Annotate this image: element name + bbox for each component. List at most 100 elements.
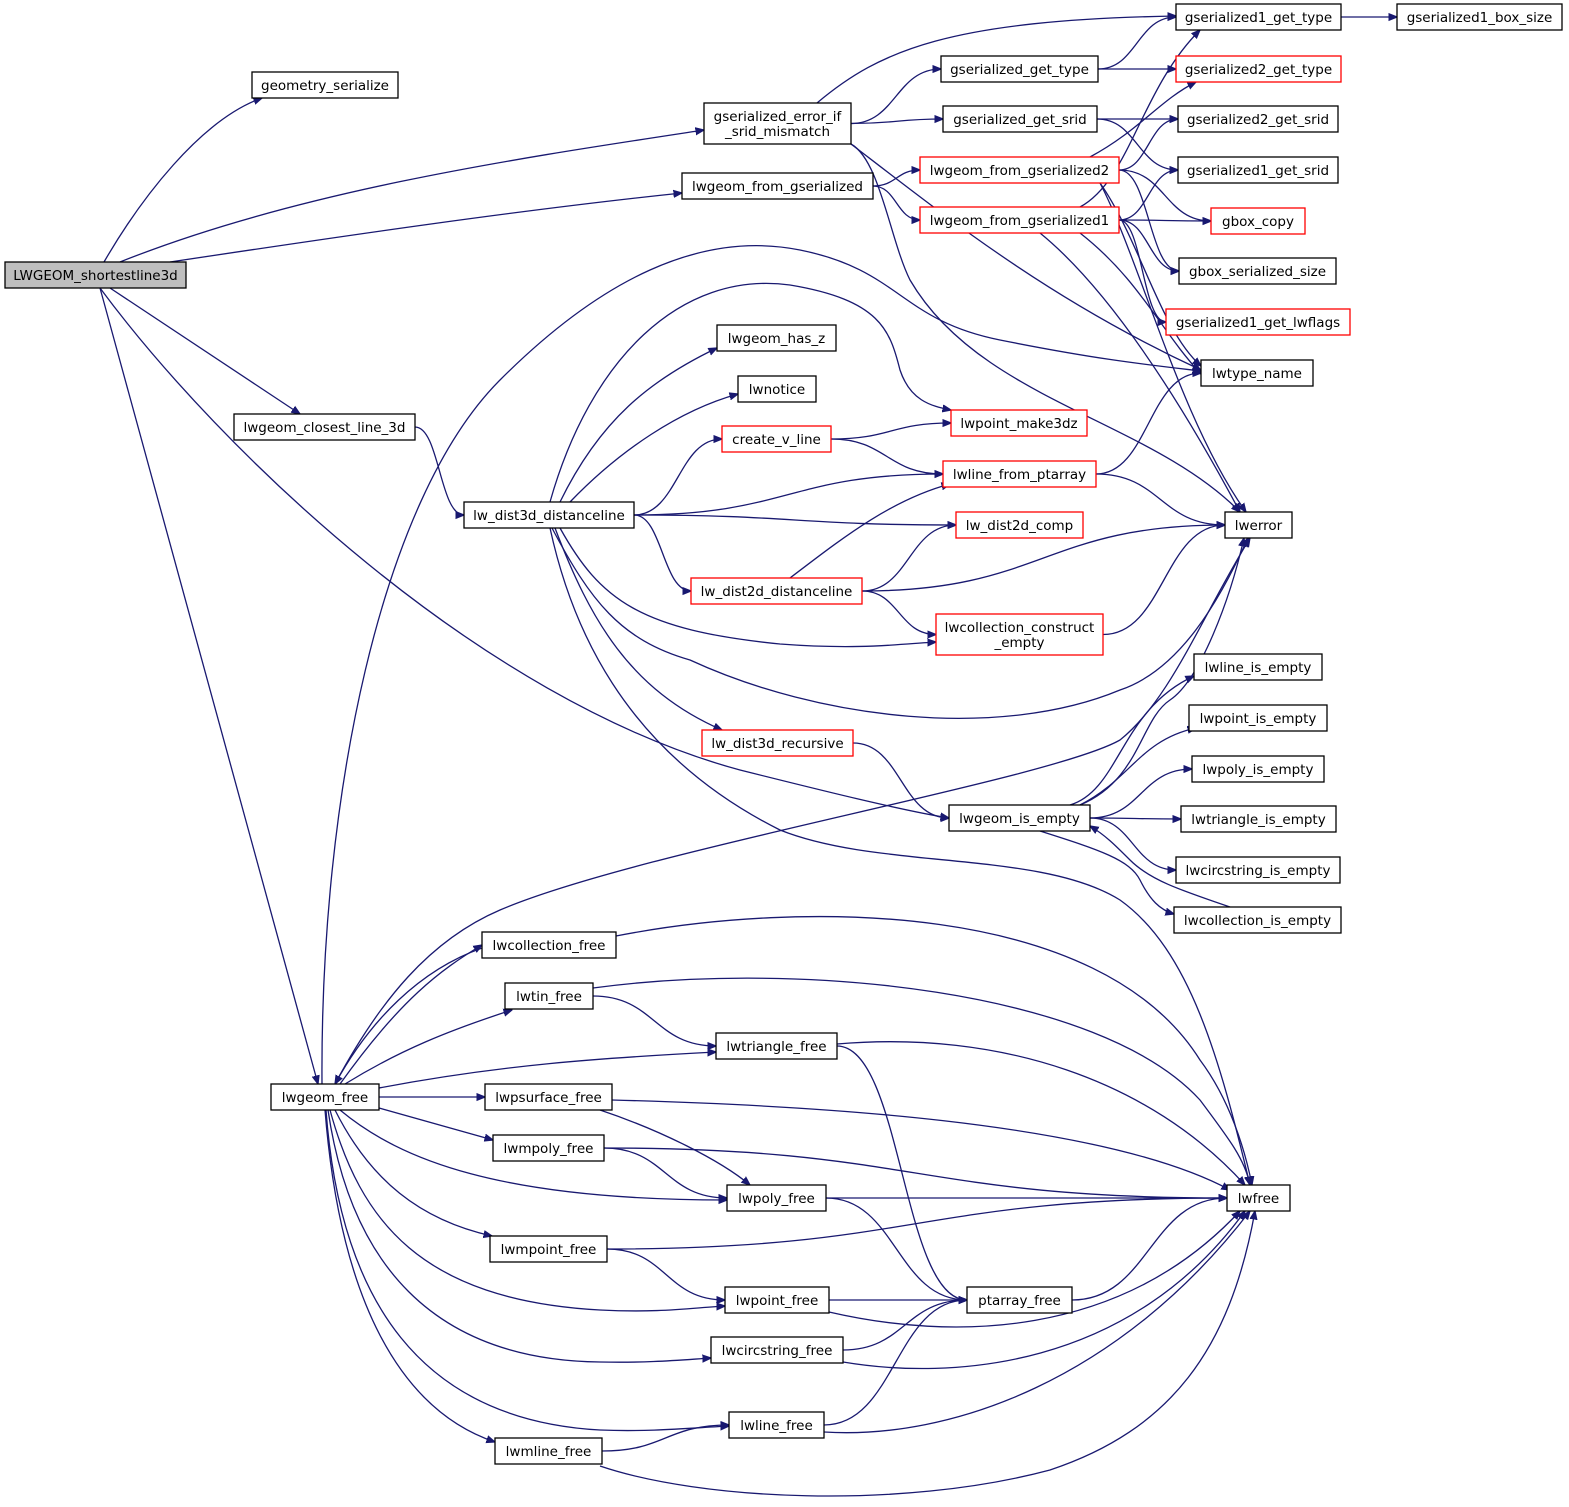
node-box[interactable] <box>1224 511 1293 539</box>
node-lwpoint_is_empty[interactable]: lwpoint_is_empty <box>1188 704 1328 732</box>
node-lwcircstring_is_empty[interactable]: lwcircstring_is_empty <box>1175 856 1341 884</box>
node-box[interactable] <box>715 1032 838 1060</box>
node-box[interactable] <box>1226 1184 1291 1212</box>
node-lwline_from_ptarray[interactable]: lwline_from_ptarray <box>942 460 1097 488</box>
node-box[interactable] <box>1175 3 1342 31</box>
node-box[interactable] <box>251 71 399 99</box>
node-lwcollection_is_empty[interactable]: lwcollection_is_empty <box>1173 906 1342 934</box>
node-gserialized_get_srid[interactable]: gserialized_get_srid <box>942 105 1098 133</box>
node-box[interactable] <box>1188 704 1328 732</box>
node-lwgeom_closest_line_3d[interactable]: lwgeom_closest_line_3d <box>233 413 416 441</box>
node-gserialized_error_if_srid_mismatch[interactable]: gserialized_error_if_srid_mismatch <box>703 102 852 145</box>
node-ptarray_free[interactable]: ptarray_free <box>966 1286 1073 1314</box>
node-lwgeom_free[interactable]: lwgeom_free <box>270 1083 380 1111</box>
node-gserialized2_get_type[interactable]: gserialized2_get_type <box>1175 55 1342 83</box>
node-lwfree[interactable]: lwfree <box>1226 1184 1291 1212</box>
node-lwgeom_has_z[interactable]: lwgeom_has_z <box>716 324 837 352</box>
node-box[interactable] <box>1165 308 1351 336</box>
node-lwtin_free[interactable]: lwtin_free <box>504 982 594 1010</box>
node-box[interactable] <box>737 375 817 403</box>
node-box[interactable] <box>270 1083 380 1111</box>
node-lwpoly_is_empty[interactable]: lwpoly_is_empty <box>1191 755 1325 783</box>
node-box[interactable] <box>481 931 617 959</box>
node-box[interactable] <box>710 1336 844 1364</box>
node-lwcollection_construct_empty[interactable]: lwcollection_construct_empty <box>935 613 1104 656</box>
node-box[interactable] <box>942 105 1098 133</box>
node-box[interactable] <box>701 729 854 757</box>
node-gserialized1_get_srid[interactable]: gserialized1_get_srid <box>1177 156 1339 184</box>
node-box[interactable] <box>935 613 1104 656</box>
node-box[interactable] <box>690 577 863 605</box>
node-lwcircstring_free[interactable]: lwcircstring_free <box>710 1336 844 1364</box>
node-box[interactable] <box>919 156 1120 184</box>
node-lwgeom_is_empty[interactable]: lwgeom_is_empty <box>948 804 1091 832</box>
node-box[interactable] <box>728 1411 825 1439</box>
node-box[interactable] <box>463 501 635 529</box>
node-box[interactable] <box>716 324 837 352</box>
node-box[interactable] <box>492 1134 605 1162</box>
node-lwpoint_free[interactable]: lwpoint_free <box>724 1286 830 1314</box>
node-box[interactable] <box>1177 156 1339 184</box>
node-lwtype_name[interactable]: lwtype_name <box>1200 359 1314 387</box>
node-box[interactable] <box>1175 856 1341 884</box>
node-box[interactable] <box>948 804 1091 832</box>
node-lwpoint_make3dz[interactable]: lwpoint_make3dz <box>950 409 1088 437</box>
node-box[interactable] <box>504 982 594 1010</box>
node-gserialized1_get_lwflags[interactable]: gserialized1_get_lwflags <box>1165 308 1351 336</box>
node-root[interactable]: LWGEOM_shortestline3d <box>4 261 187 289</box>
node-box[interactable] <box>1210 207 1306 235</box>
node-box[interactable] <box>1175 55 1342 83</box>
node-box[interactable] <box>681 172 874 200</box>
node-lwline_is_empty[interactable]: lwline_is_empty <box>1193 653 1323 681</box>
node-box[interactable] <box>233 413 416 441</box>
node-lwmpoint_free[interactable]: lwmpoint_free <box>489 1235 608 1263</box>
node-geometry_serialize[interactable]: geometry_serialize <box>251 71 399 99</box>
node-gserialized_get_type[interactable]: gserialized_get_type <box>940 55 1099 83</box>
node-lw_dist2d_comp[interactable]: lw_dist2d_comp <box>955 511 1084 539</box>
node-lwpoly_free[interactable]: lwpoly_free <box>726 1184 827 1212</box>
node-box[interactable] <box>966 1286 1073 1314</box>
node-gserialized1_box_size[interactable]: gserialized1_box_size <box>1396 3 1563 31</box>
node-gserialized1_get_type[interactable]: gserialized1_get_type <box>1175 3 1342 31</box>
node-lwmline_free[interactable]: lwmline_free <box>494 1437 603 1465</box>
node-box[interactable] <box>1173 906 1342 934</box>
node-lwgeom_from_gserialized2[interactable]: lwgeom_from_gserialized2 <box>919 156 1120 184</box>
node-box[interactable] <box>942 460 1097 488</box>
node-box[interactable] <box>940 55 1099 83</box>
node-box[interactable] <box>1191 755 1325 783</box>
node-box[interactable] <box>484 1083 613 1111</box>
node-box[interactable] <box>919 206 1120 234</box>
node-lwmpoly_free[interactable]: lwmpoly_free <box>492 1134 605 1162</box>
node-lw_dist3d_recursive[interactable]: lw_dist3d_recursive <box>701 729 854 757</box>
node-box[interactable] <box>1178 257 1337 285</box>
node-box[interactable] <box>1396 3 1563 31</box>
node-lw_dist3d_distanceline[interactable]: lw_dist3d_distanceline <box>463 501 635 529</box>
node-box[interactable] <box>703 102 852 145</box>
node-box[interactable] <box>721 425 832 453</box>
node-lwgeom_from_gserialized[interactable]: lwgeom_from_gserialized <box>681 172 874 200</box>
node-lwerror[interactable]: lwerror <box>1224 511 1293 539</box>
node-gbox_copy[interactable]: gbox_copy <box>1210 207 1306 235</box>
node-lwpsurface_free[interactable]: lwpsurface_free <box>484 1083 613 1111</box>
node-gserialized2_get_srid[interactable]: gserialized2_get_srid <box>1177 105 1339 133</box>
node-box[interactable] <box>494 1437 603 1465</box>
node-lwline_free[interactable]: lwline_free <box>728 1411 825 1439</box>
node-box[interactable] <box>4 261 187 289</box>
node-box[interactable] <box>1200 359 1314 387</box>
node-gbox_serialized_size[interactable]: gbox_serialized_size <box>1178 257 1337 285</box>
node-box[interactable] <box>489 1235 608 1263</box>
node-lwgeom_from_gserialized1[interactable]: lwgeom_from_gserialized1 <box>919 206 1120 234</box>
node-lwtriangle_is_empty[interactable]: lwtriangle_is_empty <box>1180 805 1337 833</box>
node-box[interactable] <box>1177 105 1339 133</box>
node-box[interactable] <box>726 1184 827 1212</box>
node-box[interactable] <box>1193 653 1323 681</box>
node-box[interactable] <box>950 409 1088 437</box>
node-create_v_line[interactable]: create_v_line <box>721 425 832 453</box>
node-box[interactable] <box>1180 805 1337 833</box>
node-box[interactable] <box>955 511 1084 539</box>
node-lwnotice[interactable]: lwnotice <box>737 375 817 403</box>
node-lwcollection_free[interactable]: lwcollection_free <box>481 931 617 959</box>
node-lwtriangle_free[interactable]: lwtriangle_free <box>715 1032 838 1060</box>
node-box[interactable] <box>724 1286 830 1314</box>
node-lw_dist2d_distanceline[interactable]: lw_dist2d_distanceline <box>690 577 863 605</box>
